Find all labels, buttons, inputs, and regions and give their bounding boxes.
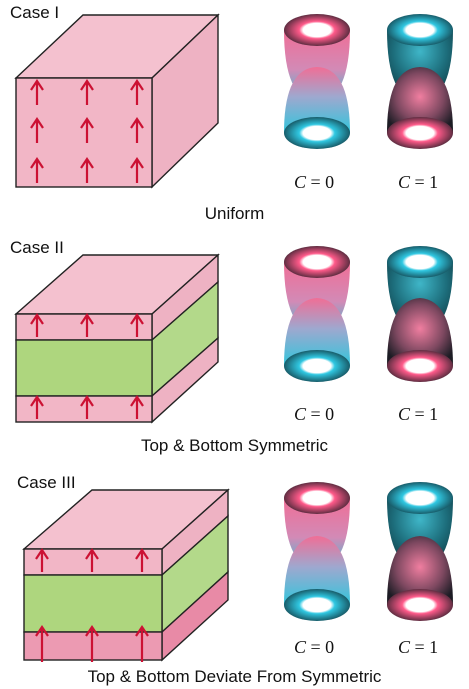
case3-bowl-c0-bottom <box>284 536 350 621</box>
case3-arrows <box>35 548 149 662</box>
case1-caption: Uniform <box>204 204 265 223</box>
case2-c0-label: C = 0 <box>294 404 335 424</box>
case1-bowl-c1-bottom <box>387 67 453 149</box>
case2-c1-label: C = 1 <box>398 404 439 424</box>
case3-bowl-c1-bottom <box>387 536 453 621</box>
case2-bowl-c1-bottom <box>387 298 453 382</box>
case1-cube <box>14 13 220 189</box>
case2-caption: Top & Bottom Symmetric <box>140 436 329 455</box>
case1-label: Case I <box>10 3 60 22</box>
case3-label: Case III <box>17 473 76 492</box>
case3-c0-label: C = 0 <box>294 637 335 657</box>
case3-caption: Top & Bottom Deviate From Symmetric <box>87 667 382 686</box>
case3-cube <box>22 488 230 662</box>
case2-bowl-c0-bottom <box>284 298 350 382</box>
case1-bowl-c0-bottom <box>284 67 350 149</box>
case1-c0-label: C = 0 <box>294 172 335 192</box>
case2-label: Case II <box>10 238 64 257</box>
case2-cube <box>14 253 220 424</box>
case3-c1-label: C = 1 <box>398 637 439 657</box>
case2-arrows <box>30 313 144 419</box>
case1-c1-label: C = 1 <box>398 172 439 192</box>
case1-arrows <box>30 79 144 183</box>
